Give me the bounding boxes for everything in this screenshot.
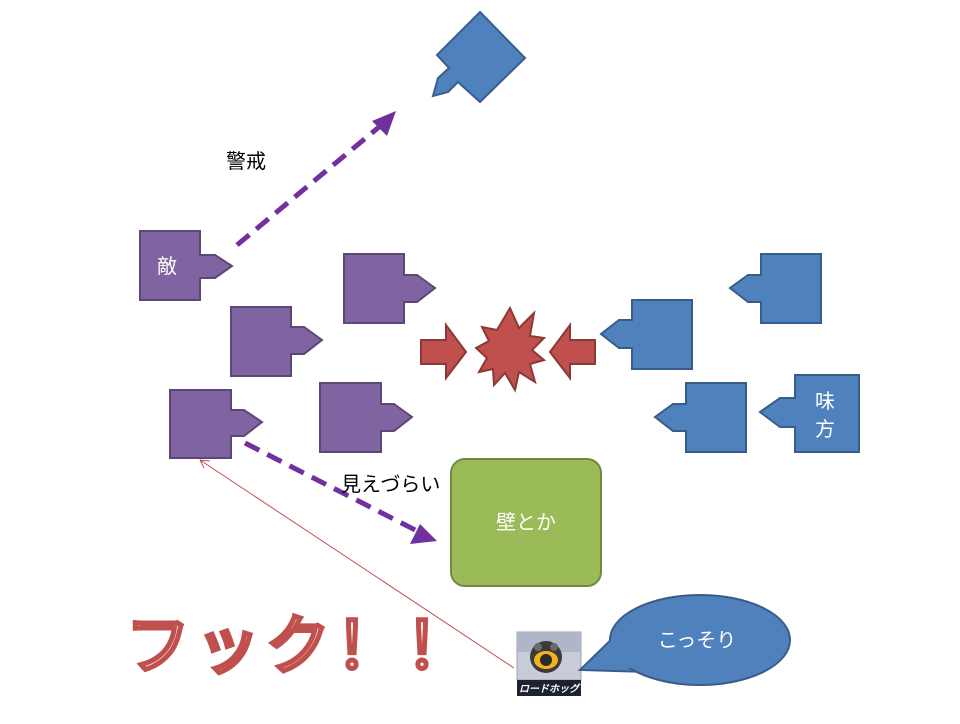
clash-burst xyxy=(474,305,547,393)
ally-unit xyxy=(653,382,747,453)
enemy-unit xyxy=(230,306,324,377)
enemy-unit xyxy=(319,382,414,453)
clash-group xyxy=(420,305,596,393)
dashed-arrows xyxy=(235,120,425,537)
label-hard-to-see: 見えづらい xyxy=(341,472,440,496)
enemy-unit xyxy=(169,389,264,459)
alert-arrowhead xyxy=(372,111,396,136)
label-wall: 壁とか xyxy=(496,510,556,534)
ally-units xyxy=(431,10,860,453)
label-alert: 警戒 xyxy=(226,149,266,173)
alert-dashed-arrow xyxy=(235,120,387,247)
character-caption: ロードホッグ xyxy=(519,683,581,695)
clash-arrow-left xyxy=(548,321,596,381)
blind-arrowhead xyxy=(410,524,437,544)
label-ally-line2: 方 xyxy=(815,417,835,441)
label-ally-line1: 味 xyxy=(815,389,835,413)
ally-unit xyxy=(728,253,822,324)
enemy-unit-labeled xyxy=(139,230,234,301)
hook-line xyxy=(199,459,515,669)
enemy-unit xyxy=(343,253,437,324)
ally-unit-labeled xyxy=(758,374,860,453)
wall-block xyxy=(450,458,602,587)
label-enemy: 敵 xyxy=(157,254,177,278)
speech-bubble xyxy=(577,594,791,686)
ally-unit-flanker xyxy=(431,10,527,104)
label-sneak: こっそり xyxy=(658,628,737,652)
ally-unit xyxy=(599,299,693,370)
clash-arrow-right xyxy=(420,321,468,381)
blind-dashed-arrow xyxy=(243,440,425,537)
enemy-units xyxy=(139,230,437,459)
hook-line-head xyxy=(199,459,211,469)
character-portrait: ロードホッグ xyxy=(516,631,582,696)
hook-shout-text: フック！！ xyxy=(126,610,476,684)
